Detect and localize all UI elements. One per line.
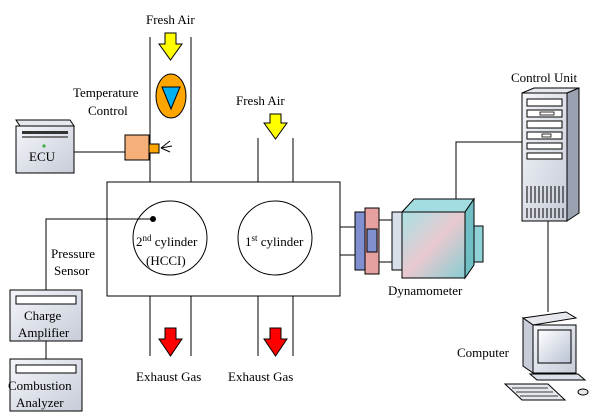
exhaust-duct-right [257,296,294,356]
charge-amplifier-device [9,289,83,342]
fresh-air-mid-label: Fresh Air [236,93,285,108]
combustion-analyzer-label-line1: Combustion [8,378,72,393]
temperature-control-label-line1: Temperature [73,85,139,100]
computer-icon [503,311,589,401]
pressure-sensor-label-line1: Pressure [51,246,95,261]
dynamometer-icon [400,197,484,280]
temperature-control-label-line2: Control [88,103,128,118]
combustion-analyzer-label-line2: Analyzer [16,395,64,410]
charge-amplifier-label-line2: Amplifier [18,325,70,340]
temperature-sensor-tip [148,143,160,154]
cylinder-2-label: 2nd cylinder [136,233,198,249]
exhaust-arrow-right-icon [263,327,288,357]
charge-amplifier-label-line1: Charge [24,308,62,323]
cylinder-1-label: 1st cylinder [245,233,304,249]
temperature-control-box [124,134,150,161]
intake-duct-right [257,138,294,182]
intake-duct-left [149,37,192,182]
control-unit-tower-icon [521,87,580,222]
cylinder-2-mode-label: (HCCI) [146,253,186,268]
combustion-analyzer-device [9,358,83,412]
fresh-air-arrow-right-icon [263,113,288,140]
dynamometer-label: Dynamometer [388,283,463,298]
fresh-air-top-label: Fresh Air [146,12,195,27]
exhaust-duct-left [149,296,192,356]
exhaust-arrow-left-icon [158,327,183,357]
computer-label: Computer [457,345,510,360]
temperature-control-heater-icon [155,73,187,119]
control-unit-label: Control Unit [511,70,577,85]
cylinder-1 [237,200,313,276]
ecu-label: ECU [29,149,56,164]
dyno-to-control-line [455,141,522,199]
exhaust-gas-left-label: Exhaust Gas [136,369,201,384]
sensor-signal-icon [160,140,173,153]
fresh-air-arrow-left-icon [158,32,183,61]
exhaust-gas-right-label: Exhaust Gas [228,369,293,384]
pressure-sensor-line [45,218,153,290]
pressure-sensor-label-line2: Sensor [54,263,90,278]
shaft-coupling [339,207,403,275]
ecu-device-icon [15,119,75,174]
